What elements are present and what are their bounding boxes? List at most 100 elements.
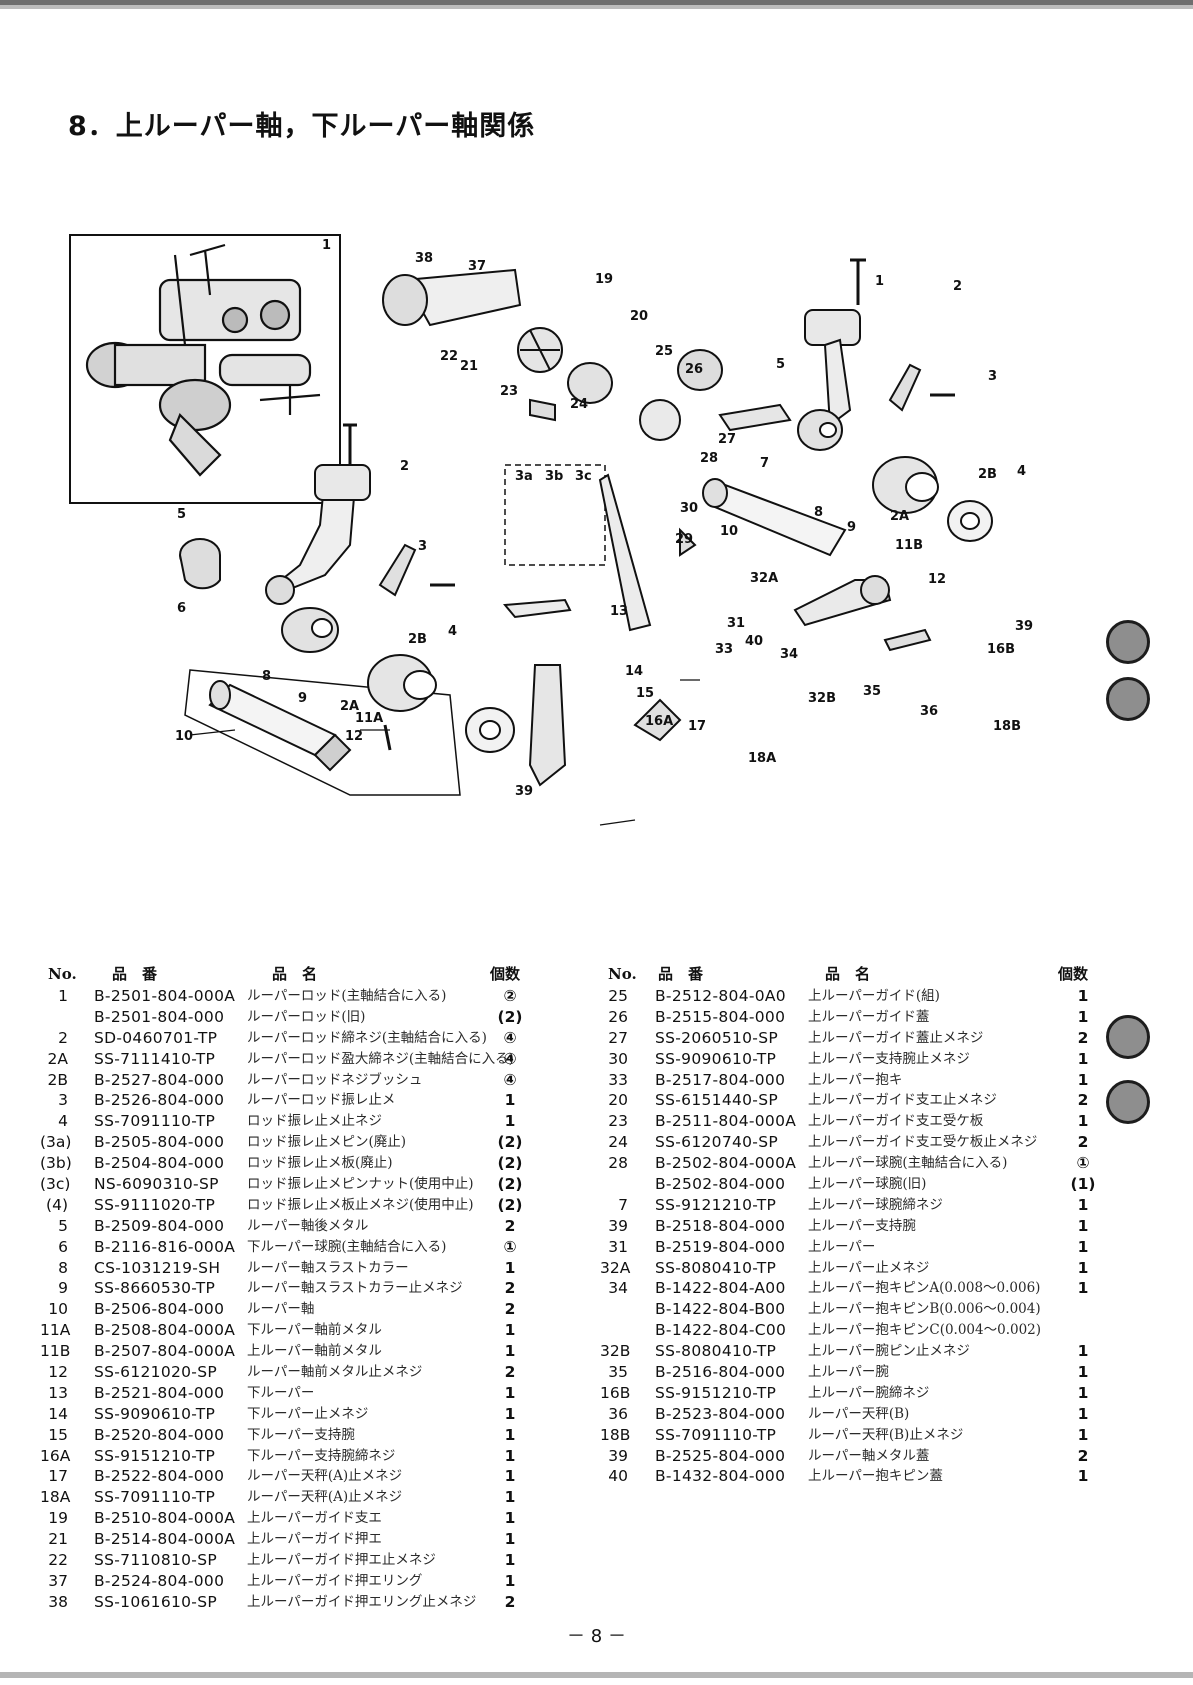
part-name: 上ルーパー支持腕止メネジ <box>808 1050 970 1067</box>
part-number-no: 28 <box>608 1154 628 1173</box>
part-name: 上ルーパーガイド蓋止メネジ <box>808 1029 984 1046</box>
part-code: B-2527-804-000 <box>94 1070 225 1089</box>
part-number-no: (4) <box>46 1195 68 1214</box>
callout: 2A <box>340 699 359 714</box>
part-name: 下ルーパー軸前メタル <box>247 1322 382 1339</box>
callout: 7 <box>760 456 769 471</box>
callout: 18B <box>993 719 1021 734</box>
callout: 20 <box>630 309 648 324</box>
part-code: B-2517-804-000 <box>655 1070 786 1089</box>
part-code: B-2518-804-000 <box>655 1216 786 1235</box>
part-name: 上ルーパーガイド支エ <box>247 1510 382 1527</box>
part-name: ルーパーロッド(旧) <box>247 1008 366 1025</box>
part-name: 上ルーパー抱キ <box>808 1071 903 1088</box>
part-code: B-2521-804-000 <box>94 1383 225 1402</box>
part-quantity: 1 <box>504 1091 516 1110</box>
callout: 6 <box>177 601 186 616</box>
part-code: SS-9151210-TP <box>655 1383 777 1402</box>
part-code: SS-7091110-TP <box>94 1112 216 1131</box>
part-quantity: (2) <box>497 1154 523 1173</box>
part-number-no: 40 <box>608 1467 628 1486</box>
part-name: 上ルーパーガイド蓋 <box>808 1008 930 1025</box>
part-code: SS-7110810-SP <box>94 1551 217 1570</box>
part-code: B-2522-804-000 <box>94 1467 225 1486</box>
part-number-no: 5 <box>58 1216 68 1235</box>
part-name: 下ルーパー <box>247 1384 315 1401</box>
part-number-no: 16A <box>40 1446 71 1465</box>
callout: 16B <box>987 642 1015 657</box>
part-quantity: 1 <box>1077 1279 1089 1298</box>
part-code: B-2502-804-000 <box>655 1175 786 1194</box>
part-code: SS-9090610-TP <box>655 1049 777 1068</box>
part-name: ルーパーロッドネジブッシュ <box>247 1071 423 1088</box>
part-code: B-2525-804-000 <box>655 1446 786 1465</box>
callout: 33 <box>715 642 733 657</box>
callout: 1 <box>875 274 884 289</box>
callout: 9 <box>847 520 856 535</box>
callout: 30 <box>680 501 698 516</box>
part-code: SS-6151440-SP <box>655 1091 778 1110</box>
part-quantity: 1 <box>504 1112 516 1131</box>
part-quantity: 1 <box>504 1530 516 1549</box>
part-code: B-2516-804-000 <box>655 1363 786 1382</box>
callout: 31 <box>727 616 745 631</box>
part-quantity: 1 <box>504 1258 516 1277</box>
part-number-no: 9 <box>58 1279 68 1298</box>
callout: 36 <box>920 704 938 719</box>
part-name: 下ルーパー支持腕 <box>247 1426 355 1443</box>
part-number-no: 31 <box>608 1237 628 1256</box>
part-quantity: 2 <box>504 1216 516 1235</box>
part-code: SS-2060510-SP <box>655 1028 778 1047</box>
part-quantity: 1 <box>1077 1363 1089 1382</box>
part-quantity: (2) <box>497 1133 523 1152</box>
part-quantity: 1 <box>504 1446 516 1465</box>
callout: 2 <box>400 459 409 474</box>
part-name: 上ルーパー <box>808 1238 876 1255</box>
callout: 3a <box>515 469 533 484</box>
part-number-no: 38 <box>48 1592 68 1611</box>
part-code: SS-7091110-TP <box>94 1488 216 1507</box>
binder-tabs <box>1106 620 1156 1180</box>
callout: 18A <box>748 751 776 766</box>
part-code: B-2504-804-000 <box>94 1154 225 1173</box>
callout: 2A <box>890 509 909 524</box>
part-code: B-2512-804-0A0 <box>655 987 786 1005</box>
callout: 16A <box>645 714 673 729</box>
part-quantity: 1 <box>504 1342 516 1361</box>
part-code: B-2502-804-000A <box>655 1154 797 1173</box>
part-number-no: 4 <box>58 1112 68 1131</box>
part-name: ルーパーロッド振レ止メ <box>247 1092 396 1109</box>
part-quantity: 1 <box>1077 1404 1089 1423</box>
part-quantity: 2 <box>504 1592 516 1611</box>
part-quantity: 1 <box>1077 1342 1089 1361</box>
part-quantity: 1 <box>1077 1070 1089 1089</box>
part-quantity: (1) <box>1070 1175 1096 1194</box>
part-number-no: 35 <box>608 1363 628 1382</box>
header-code: 品 番 <box>112 965 158 983</box>
callout: 5 <box>776 357 785 372</box>
part-code: B-2519-804-000 <box>655 1237 786 1256</box>
bottom-border <box>0 1672 1193 1678</box>
part-quantity: 1 <box>504 1571 516 1590</box>
callout: 12 <box>345 729 363 744</box>
part-number-no: 22 <box>48 1551 68 1570</box>
part-name: 上ルーパー球腕(主軸結合に入る) <box>808 1155 1008 1172</box>
